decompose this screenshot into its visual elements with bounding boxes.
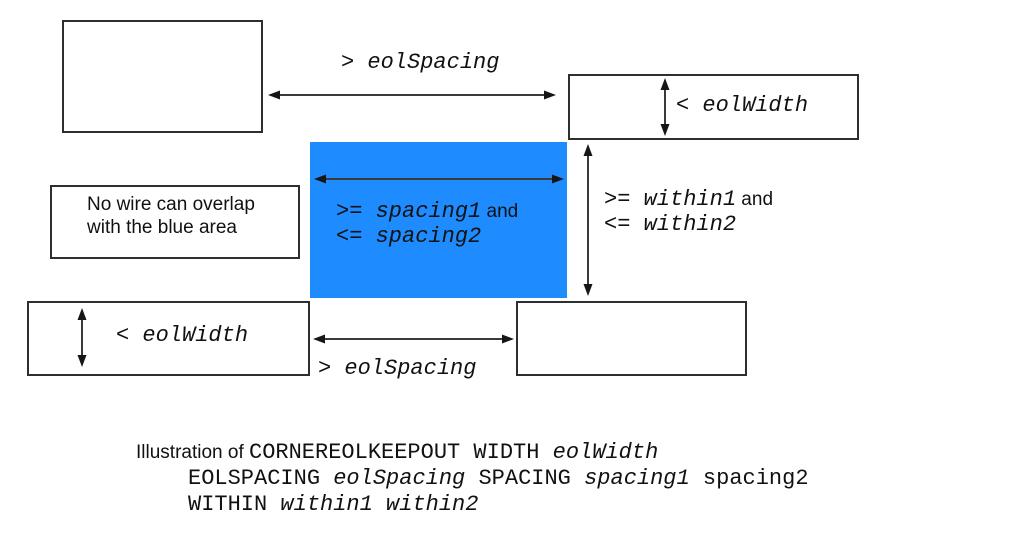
note-box: No wire can overlap with the blue area [50, 185, 300, 259]
spacing-line-2: <= spacing2 [336, 224, 518, 249]
variable-within1: within1 [643, 187, 737, 212]
wire-box-top-right [568, 74, 859, 140]
keyword-eolspacing: EOLSPACING [188, 466, 334, 491]
operator: <= [604, 212, 644, 237]
spacing-range-arrow-icon [312, 171, 566, 192]
eol-spacing-bottom-arrow-icon [311, 331, 516, 352]
variable-eolWidth: eolWidth [552, 440, 659, 465]
caption-line-1: Illustration of CORNEREOLKEEPOUT WIDTH e… [136, 440, 809, 466]
note-line-2: with the blue area [87, 217, 237, 238]
caption: Illustration of CORNEREOLKEEPOUT WIDTH e… [136, 440, 809, 518]
value-spacing2: spacing2 [689, 466, 809, 491]
wire-box-bottom-right [516, 301, 747, 376]
keepout-blue-area [310, 142, 567, 298]
within-line-1: >= within1 and [604, 187, 773, 212]
eol-spacing-top-label: > eolSpacing [341, 50, 499, 75]
variable-spacing1: spacing1 [584, 466, 690, 491]
operator: >= [336, 199, 376, 224]
variable-eolWidth: eolWidth [142, 323, 249, 348]
variable-eolWidth: eolWidth [702, 93, 809, 118]
within-range-arrow-icon [580, 142, 596, 303]
eol-width-bottom-arrow-icon [74, 306, 90, 374]
variable-spacing2: spacing2 [375, 224, 482, 249]
wire-box-top-left [62, 20, 263, 133]
conjunction: and [481, 201, 519, 222]
conjunction: and [736, 189, 774, 210]
eol-spacing-bottom-label: > eolSpacing [318, 356, 476, 381]
eol-width-top-label: < eolWidth [676, 93, 808, 118]
operator: < [116, 323, 143, 348]
caption-line-2: EOLSPACING eolSpacing SPACING spacing1 s… [188, 466, 809, 492]
within-line-2: <= within2 [604, 212, 773, 237]
eol-spacing-top-arrow-icon [266, 87, 558, 108]
note-text: No wire can overlap with the blue area [87, 193, 298, 239]
keyword-within: WITHIN [188, 492, 281, 517]
operator: > [318, 356, 345, 381]
operator: >= [604, 187, 644, 212]
caption-line-3: WITHIN within1 within2 [188, 492, 809, 518]
variable-within2: within2 [643, 212, 737, 237]
variable-eolSpacing: eolSpacing [344, 356, 477, 381]
wire-box-bottom-left [27, 301, 310, 376]
note-line-1: No wire can overlap [87, 194, 255, 215]
caption-intro: Illustration of [136, 442, 249, 463]
variable-eolSpacing: eolSpacing [367, 50, 500, 75]
keyword-cornereolkeepout-width: CORNEREOLKEEPOUT WIDTH [249, 440, 553, 465]
within-range-label: >= within1 and <= within2 [604, 187, 773, 237]
variable-eolSpacing: eolSpacing [333, 466, 466, 491]
keyword-spacing: SPACING [465, 466, 585, 491]
operator: < [676, 93, 703, 118]
eol-width-bottom-label: < eolWidth [116, 323, 248, 348]
eol-width-top-arrow-icon [657, 76, 673, 143]
spacing-range-label: >= spacing1 and <= spacing2 [336, 199, 518, 249]
variable-spacing1: spacing1 [375, 199, 482, 224]
spacing-line-1: >= spacing1 and [336, 199, 518, 224]
operator: > [341, 50, 368, 75]
variables-within: within1 within2 [280, 492, 479, 517]
operator: <= [336, 224, 376, 249]
